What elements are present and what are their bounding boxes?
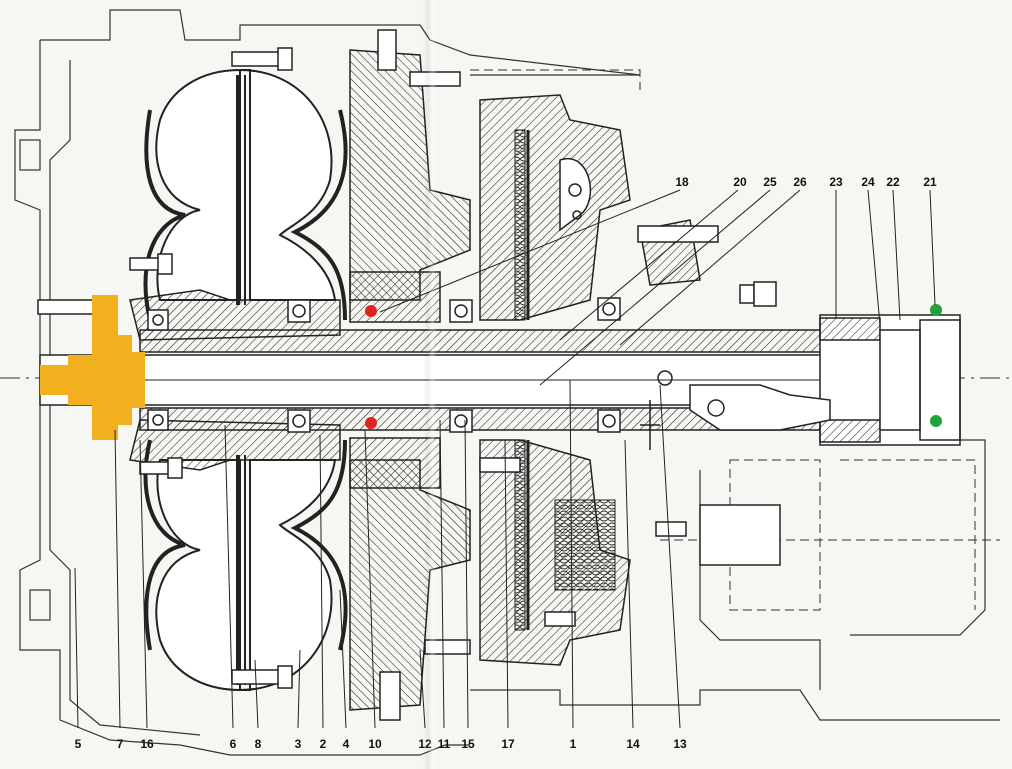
callout-label: 7 [117, 737, 124, 751]
clutch-pack [514, 129, 616, 631]
callout-label: 4 [343, 737, 350, 751]
callout-label: 13 [673, 737, 687, 751]
callout-label: 12 [418, 737, 432, 751]
selector-linkage [559, 157, 831, 450]
callout-label: 18 [675, 175, 689, 189]
callout-label: 11 [438, 737, 451, 751]
callout-labels-bottom: 5 7 16 6 8 3 2 4 10 12 11 15 17 1 14 13 [75, 737, 687, 751]
callout-label: 8 [255, 737, 262, 751]
callout-label: 21 [923, 175, 937, 189]
bearings [147, 297, 621, 433]
torque-converter-upper [143, 68, 348, 321]
red-bearing-marker-lower [365, 417, 377, 429]
callout-label: 24 [861, 175, 875, 189]
callout-label: 5 [75, 737, 82, 751]
callout-labels-top: 18 20 25 26 23 24 22 21 [675, 175, 937, 189]
callout-label: 26 [793, 175, 807, 189]
red-bearing-marker-upper [365, 305, 377, 317]
callout-label: 2 [320, 737, 327, 751]
callout-label: 23 [829, 175, 843, 189]
green-seal-marker-lower [930, 415, 942, 427]
callout-label: 1 [570, 737, 577, 751]
callout-label: 25 [763, 175, 777, 189]
green-seal-marker-upper [930, 304, 942, 316]
leader-lines [74, 189, 936, 729]
callout-label: 16 [140, 737, 154, 751]
callout-label: 15 [461, 737, 475, 751]
torque-converter-lower [143, 439, 348, 692]
callout-label: 3 [295, 737, 302, 751]
callout-label: 10 [368, 737, 382, 751]
callout-label: 14 [626, 737, 640, 751]
highlighted-parts [40, 295, 942, 440]
main-shaft [39, 314, 961, 446]
callout-label: 22 [886, 175, 900, 189]
page-fold-crease [423, 0, 437, 769]
callout-label: 17 [501, 737, 515, 751]
callout-label: 6 [230, 737, 237, 751]
callout-label: 20 [733, 175, 747, 189]
highlighted-hub [40, 295, 145, 440]
